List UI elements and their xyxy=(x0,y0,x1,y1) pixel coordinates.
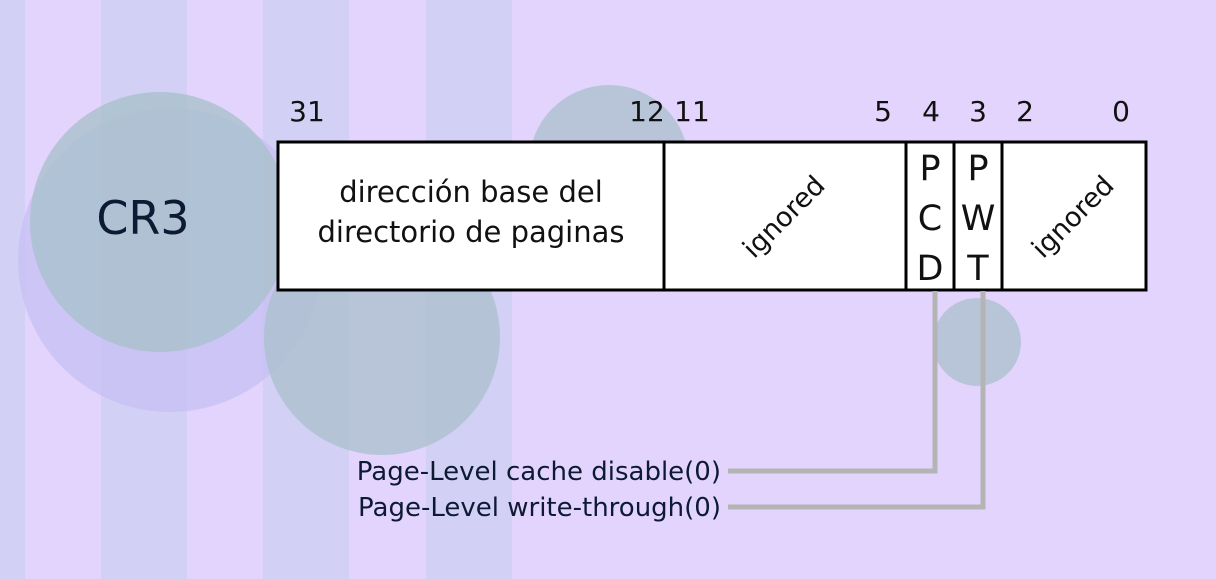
bit-label-11: 11 xyxy=(674,95,710,128)
bit-label-5: 5 xyxy=(874,95,892,128)
pcd-callout: Page-Level cache disable(0) xyxy=(357,457,721,487)
bit-label-0: 0 xyxy=(1112,95,1130,128)
base-address-line-2: directorio de paginas xyxy=(318,215,625,249)
bit-label-3: 3 xyxy=(969,95,987,128)
callouts: Page-Level cache disable(0) Page-Level w… xyxy=(357,457,721,523)
decor-circle xyxy=(933,298,1021,386)
pwt-letter: T xyxy=(966,249,989,289)
bit-label-4: 4 xyxy=(922,95,940,128)
pwt-letter: W xyxy=(961,199,996,239)
pwt-leader-line xyxy=(728,291,986,510)
field-pcd: P C D xyxy=(917,149,944,289)
pcd-letter: C xyxy=(918,199,942,239)
register-box xyxy=(276,140,1148,292)
pcd-letter: D xyxy=(917,249,944,289)
register-name: CR3 xyxy=(96,191,189,245)
bit-label-2: 2 xyxy=(1016,95,1034,128)
stripe xyxy=(0,0,25,579)
field-base-address: dirección base del directorio de paginas xyxy=(318,175,625,249)
pcd-letter: P xyxy=(919,149,940,189)
bit-labels: 31 12 11 5 4 3 2 0 xyxy=(289,95,1130,128)
pwt-callout: Page-Level write-through(0) xyxy=(358,493,721,523)
pcd-leader-line xyxy=(728,291,938,474)
bit-label-12: 12 xyxy=(629,95,665,128)
bit-label-31: 31 xyxy=(289,95,325,128)
field-pwt: P W T xyxy=(961,149,996,289)
base-address-line-1: dirección base del xyxy=(339,175,603,209)
decor-circle xyxy=(30,92,290,352)
pwt-letter: P xyxy=(967,149,988,189)
leader-lines xyxy=(728,291,986,510)
